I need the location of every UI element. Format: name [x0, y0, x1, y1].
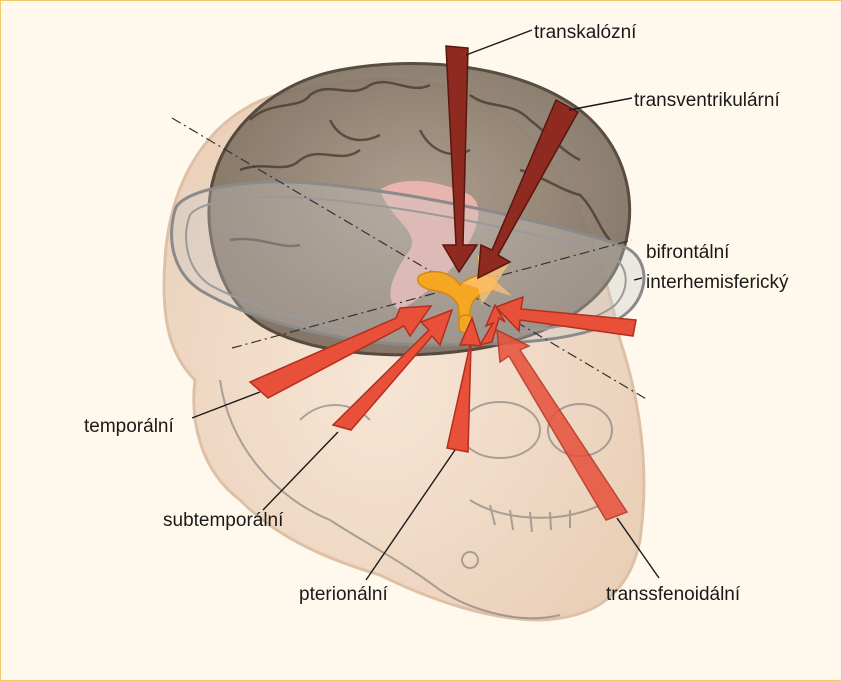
label-subtemporalni: subtemporální: [163, 510, 284, 531]
leader-transventrikularni: [569, 98, 632, 110]
leader-transkalozni: [466, 30, 532, 55]
label-pterionalni: pterionální: [299, 584, 388, 605]
label-bifrontalni-line2: interhemisferický: [646, 272, 789, 293]
label-bifrontalni-line1: bifrontální: [646, 242, 730, 263]
label-transventrikularni: transventrikulární: [634, 90, 780, 111]
label-transkalozni: transkalózní: [534, 22, 637, 43]
label-temporalni: temporální: [84, 416, 174, 437]
label-transsfenoidalni: transsfenoidální: [606, 584, 741, 605]
